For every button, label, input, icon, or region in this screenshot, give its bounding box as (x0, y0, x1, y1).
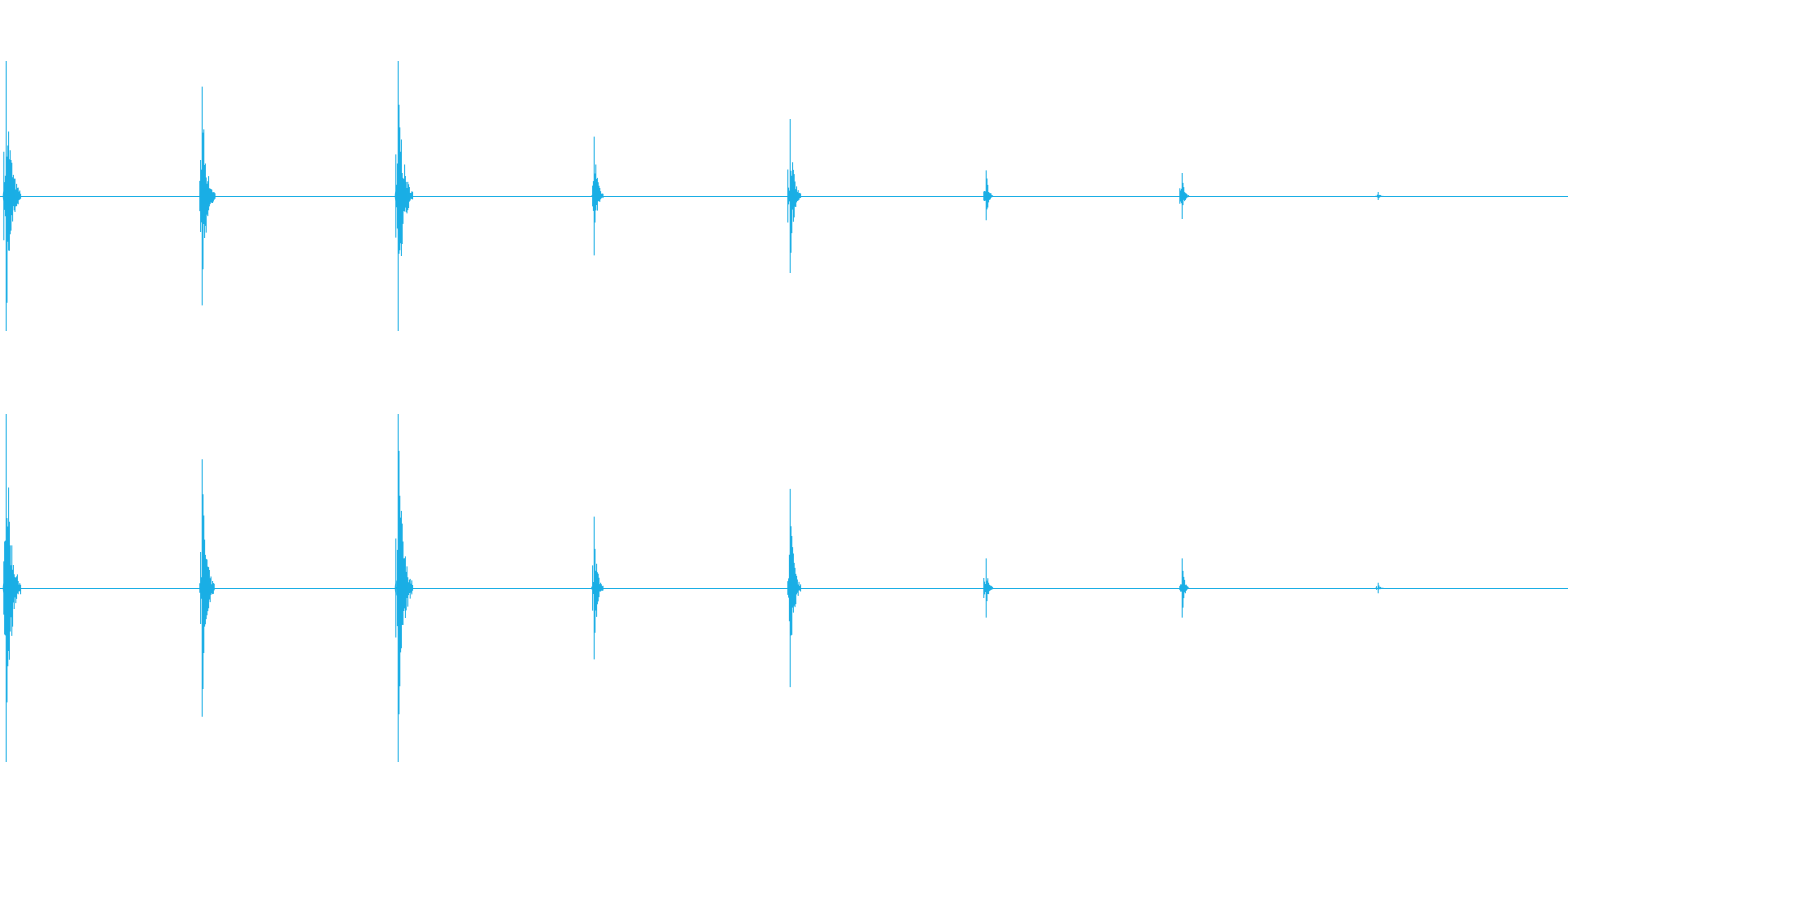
channel-1-waveform (0, 61, 1568, 331)
channel-2-transient-6-body (986, 584, 992, 592)
channel-2-transient-4-body (593, 582, 601, 594)
channel-1-transient-6-body (985, 192, 992, 200)
channel-1-transient-3-body (394, 186, 407, 206)
channel-2-transient-2-body (199, 580, 210, 596)
channel-2-transient-1-body (2, 578, 15, 598)
channel-1-transient-1-body (2, 186, 15, 206)
channel-1-transient-2-body (199, 187, 210, 205)
channel-2-transient-5-body (788, 581, 797, 595)
channel-1-transient-4-body (592, 190, 601, 202)
channel-2-transient-3-body (394, 578, 407, 598)
channel-2-transient-8 (1375, 582, 1384, 594)
channel-2-waveform (0, 414, 1568, 762)
channel-1-transient-7-body (1182, 192, 1188, 200)
channel-1-transient-8 (1375, 191, 1384, 201)
channel-2-transient-7-body (1182, 584, 1188, 592)
channel-1-transient-5-body (788, 189, 797, 203)
